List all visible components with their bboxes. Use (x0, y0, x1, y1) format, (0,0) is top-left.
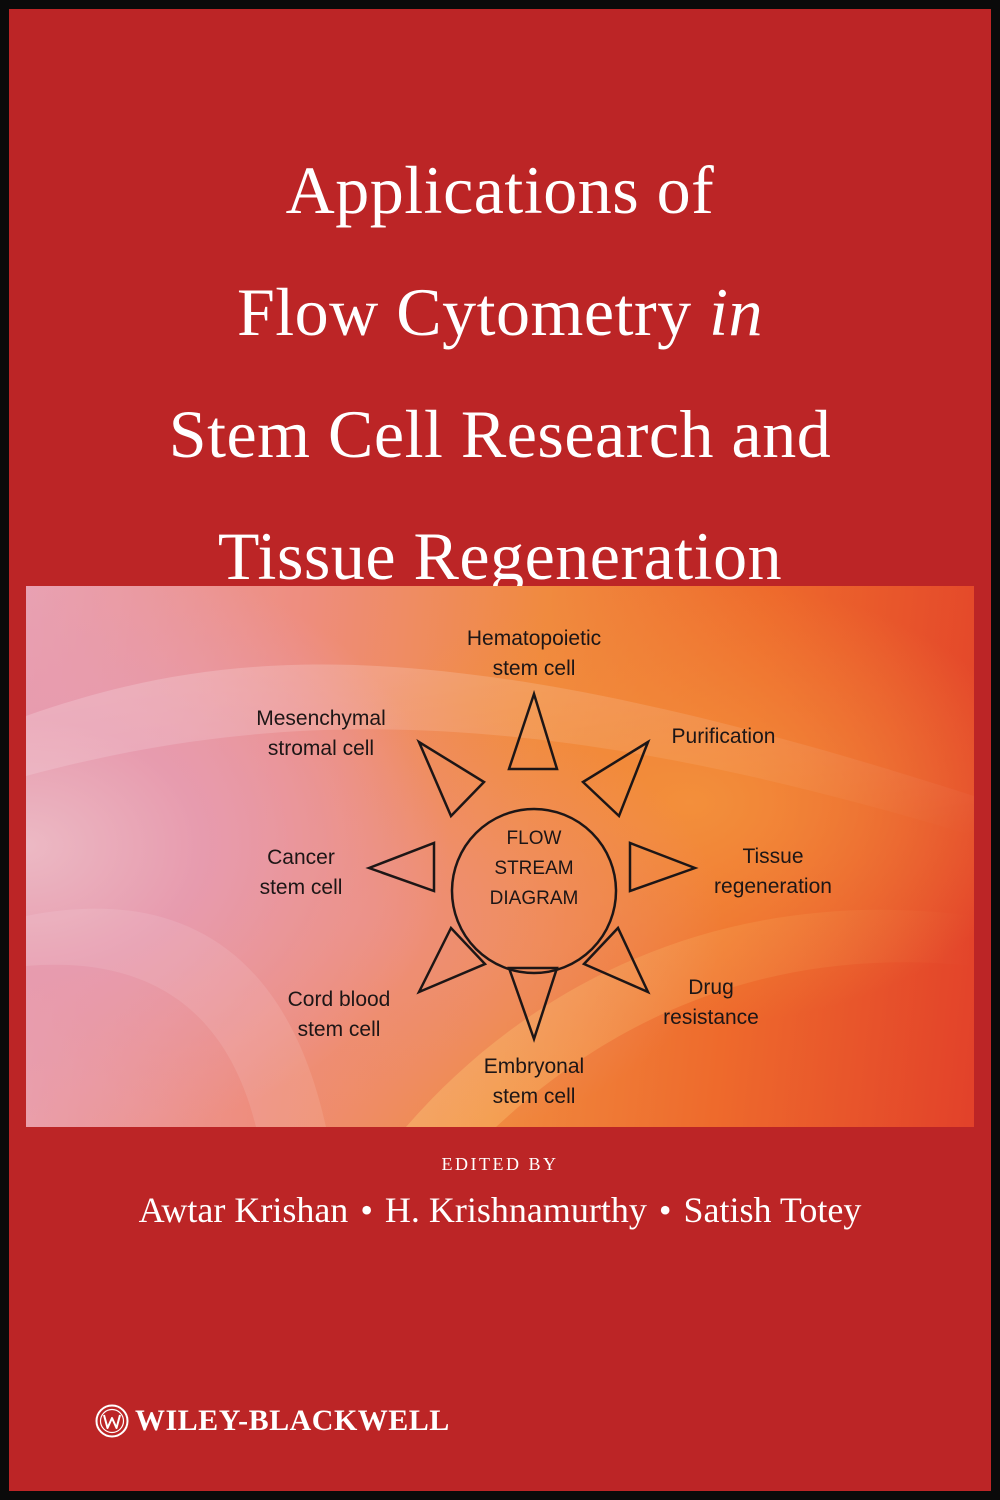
arrow-cord (416, 925, 488, 995)
editor-1: Awtar Krishan (138, 1190, 349, 1230)
petal-highlight-left (26, 908, 326, 1127)
label-mesenchymal-line-1: Mesenchymal (256, 707, 386, 730)
diagram-graphic (26, 664, 974, 1127)
label-cord-line-1: Cord blood (287, 988, 391, 1011)
label-embryonal-line-2: stem cell (492, 1085, 576, 1108)
label-hematopoietic: Hematopoietic stem cell (434, 624, 634, 684)
editor-separator-1: • (360, 1190, 373, 1230)
center-line-3: DIAGRAM (489, 888, 579, 909)
editor-3: Satish Totey (683, 1190, 862, 1230)
label-mesenchymal-line-2: stromal cell (267, 737, 375, 760)
petal-highlight-lower (406, 909, 974, 1127)
label-purification-line-1: Purification (671, 725, 776, 748)
label-hematopoietic-line-2: stem cell (492, 657, 576, 680)
title-italic-word: in (709, 274, 764, 350)
edited-by-label: EDITED BY (441, 1154, 559, 1174)
title-line-2: Flow Cytometry in (9, 251, 991, 373)
label-drug-line-2: resistance (663, 1006, 759, 1029)
arrow-mesenchymal (416, 738, 486, 819)
editor-2: H. Krishnamurthy (384, 1190, 647, 1230)
arrow-cancer (365, 841, 436, 893)
label-drug: Drug resistance (631, 973, 791, 1033)
label-embryonal: Embryonal stem cell (434, 1052, 634, 1112)
label-cord-line-2: stem cell (297, 1018, 381, 1041)
label-purification: Purification (636, 722, 811, 752)
title-line-3: Stem Cell Research and (168, 396, 832, 472)
title-line-1: Applications of (285, 152, 715, 228)
petal-highlight-upper (26, 664, 974, 836)
book-cover: Applications of Flow Cytometry in Stem C… (9, 9, 991, 1491)
book-title: Applications of Flow Cytometry in Stem C… (9, 129, 991, 617)
label-cancer-line-2: stem cell (259, 876, 343, 899)
label-cancer-line-1: Cancer (267, 846, 335, 869)
label-embryonal-line-1: Embryonal (483, 1055, 585, 1078)
center-line-1: FLOW (506, 828, 562, 849)
diagram-center-label: FLOW STREAM DIAGRAM (454, 824, 614, 914)
label-tissue-line-1: Tissue (742, 845, 804, 868)
wiley-seal-icon (95, 1404, 129, 1438)
editor-separator-2: • (658, 1190, 672, 1230)
publisher-name: WILEY-BLACKWELL (135, 1404, 450, 1437)
label-hematopoietic-line-1: Hematopoietic (466, 627, 602, 650)
editors-line: Awtar Krishan • H. Krishnamurthy • Satish To… (9, 1189, 991, 1231)
flow-stream-diagram: FLOW STREAM DIAGRAM Hematopoietic stem c… (26, 586, 974, 1127)
label-cord: Cord blood stem cell (254, 985, 424, 1045)
title-line-2-text: Flow Cytometry (236, 274, 692, 350)
arrow-drug (581, 925, 651, 995)
arrow-embryonal (507, 966, 559, 1043)
label-tissue: Tissue regeneration (698, 842, 848, 902)
publisher-logo: WILEY-BLACKWELL (95, 1399, 450, 1443)
arrow-tissue (628, 841, 699, 893)
center-circle (450, 807, 618, 975)
label-drug-line-1: Drug (688, 976, 734, 999)
label-tissue-line-2: regeneration (714, 875, 832, 898)
arrow-hematopoietic (507, 689, 559, 771)
label-cancer: Cancer stem cell (226, 843, 376, 903)
center-line-2: STREAM (494, 858, 574, 879)
title-line-4: Tissue Regeneration (217, 518, 783, 594)
label-mesenchymal: Mesenchymal stromal cell (226, 704, 416, 764)
arrow-purification (580, 738, 651, 819)
